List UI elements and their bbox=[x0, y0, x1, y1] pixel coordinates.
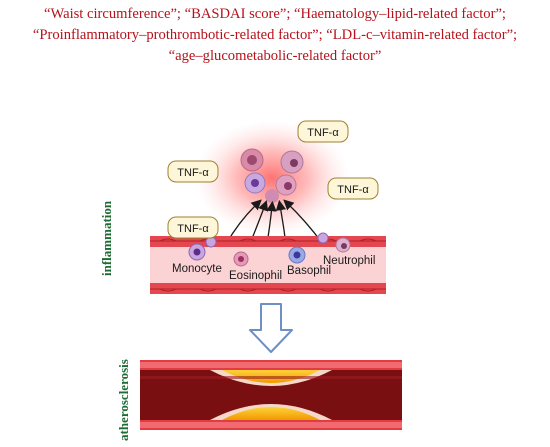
eosinophil-label: Eosinophil bbox=[229, 270, 282, 282]
factor-list: “Waist circumference”; “BASDAI score”; “… bbox=[0, 4, 550, 67]
factor-line-2: “Proinflammatory–prothrombotic-related f… bbox=[32, 27, 518, 43]
tnf-badge: TNF-α bbox=[327, 177, 379, 200]
neutrophil-label: Neutrophil bbox=[323, 255, 375, 267]
monocyte-label: Monocyte bbox=[172, 263, 222, 275]
svg-text:TNF-α: TNF-α bbox=[307, 127, 339, 139]
down-arrow-icon bbox=[249, 303, 293, 353]
cell-cluster bbox=[240, 148, 304, 203]
tnf-badge: TNF-α bbox=[167, 216, 219, 239]
svg-text:TNF-α: TNF-α bbox=[177, 223, 209, 235]
vessel-cells bbox=[188, 232, 351, 267]
svg-text:TNF-α: TNF-α bbox=[337, 184, 369, 196]
inflammation-label: inflammation bbox=[99, 200, 114, 276]
atherosclerosis-label: atherosclerosis bbox=[116, 359, 131, 441]
inflammation-glow bbox=[194, 120, 350, 236]
factor-line-3: “age–glucometabolic-related factor” bbox=[168, 48, 382, 64]
tnf-badge: TNF-α bbox=[167, 160, 219, 183]
basophil-label: Basophil bbox=[287, 265, 331, 277]
factor-line-1: “Waist circumference”; “BASDAI score”; “… bbox=[44, 6, 506, 22]
artery-plaque-icon bbox=[140, 360, 402, 430]
tnf-badge: TNF-α bbox=[297, 120, 349, 143]
svg-text:TNF-α: TNF-α bbox=[177, 167, 209, 179]
